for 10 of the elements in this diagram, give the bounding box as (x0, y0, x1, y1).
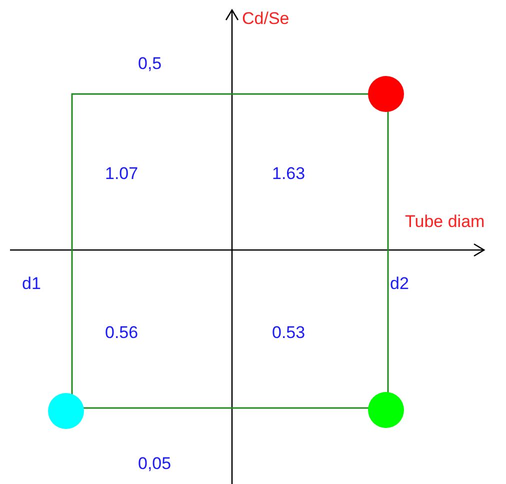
axis-label: Cd/Se (242, 10, 290, 29)
response-value: 1.63 (272, 165, 306, 184)
response-value: 1.07 (105, 165, 138, 184)
axis-label: Tube diam (405, 213, 485, 232)
response-value: 0.56 (105, 324, 138, 343)
level-label: d1 (22, 275, 41, 294)
level-value: 0,5 (138, 55, 162, 74)
response-value: 0.53 (272, 324, 306, 343)
level-label: d2 (390, 275, 409, 294)
level-value: 0,05 (138, 455, 172, 474)
